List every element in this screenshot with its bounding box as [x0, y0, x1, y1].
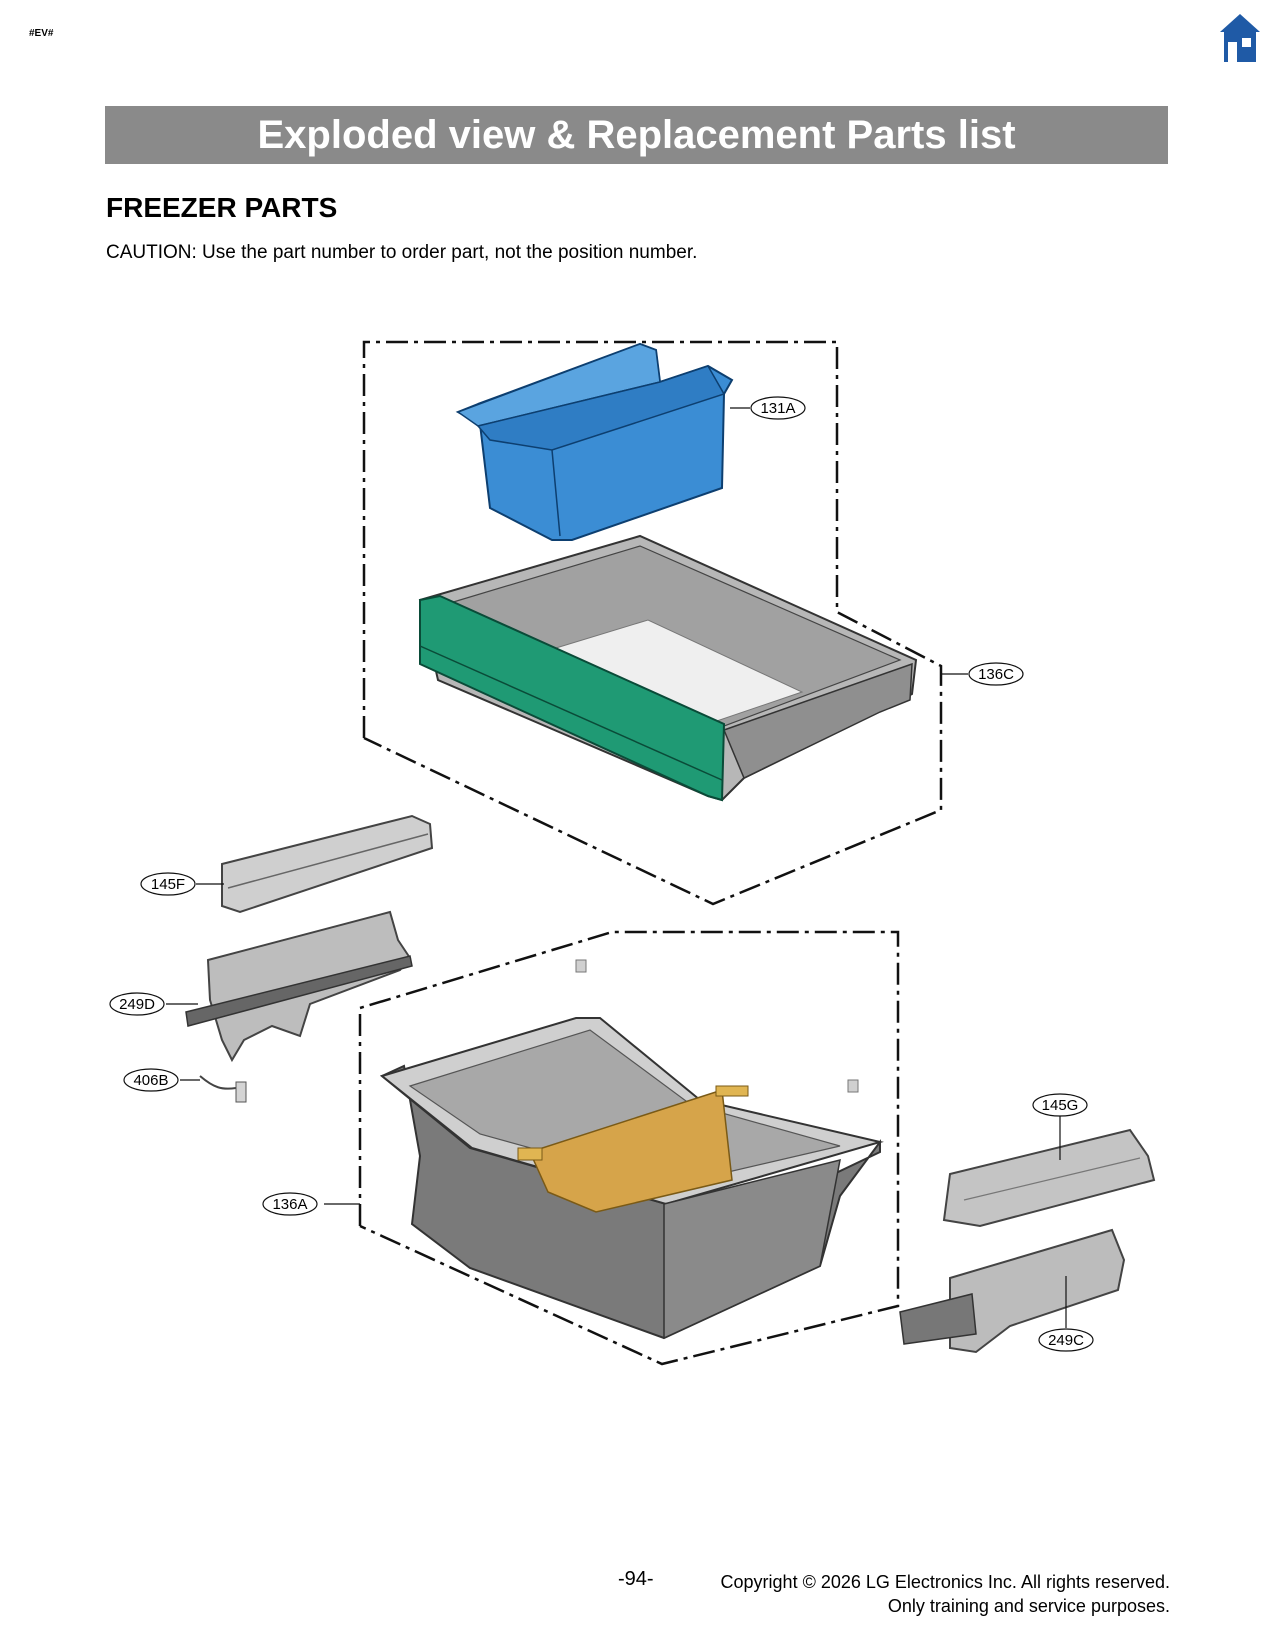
upper-drawer-136c	[418, 534, 918, 802]
callout-label: 145F	[151, 876, 185, 893]
page-number: -94-	[618, 1568, 654, 1590]
callout-249d: 249D	[109, 992, 165, 1016]
callout-label: 249C	[1048, 1332, 1084, 1349]
callout-label: 249D	[119, 996, 155, 1013]
copyright-line: Copyright © 2026 LG Electronics Inc. All…	[720, 1572, 1170, 1592]
home-icon	[1220, 14, 1260, 62]
slide-rail-145g	[942, 1128, 1156, 1228]
ice-bin-131a	[455, 342, 734, 541]
callout-label: 136A	[272, 1196, 307, 1213]
slide-rail-249d	[185, 910, 413, 1063]
document-mark: #EV#	[29, 28, 54, 39]
caution-note: CAUTION: Use the part number to order pa…	[106, 242, 698, 263]
callout-131a: 131A	[750, 396, 806, 420]
callout-label: 406B	[133, 1072, 168, 1089]
slide-rail-145f	[221, 814, 434, 914]
usage-note: Only training and service purposes.	[887, 1596, 1170, 1616]
section-title: FREEZER PARTS	[106, 192, 338, 223]
callout-136c: 136C	[968, 662, 1024, 686]
callout-label: 145G	[1042, 1097, 1079, 1114]
lower-assembly-boundary	[358, 930, 900, 1366]
page-title: Exploded view & Replacement Parts list	[257, 112, 1016, 157]
exploded-view-diagram: 131A 136C 145F 249D 406B 136A 145G 249C	[109, 340, 1156, 1366]
callout-406b: 406B	[123, 1068, 179, 1092]
slide-rail-249c	[899, 1228, 1126, 1354]
copyright-notice: Copyright © 2026 LG Electronics Inc. All…	[721, 1570, 1170, 1618]
callout-249c: 249C	[1038, 1328, 1094, 1352]
callout-label: 136C	[978, 666, 1014, 683]
title-banner: Exploded view & Replacement Parts list	[105, 106, 1168, 164]
callout-145f: 145F	[140, 872, 196, 896]
callout-label: 131A	[760, 400, 795, 417]
callout-136a: 136A	[262, 1192, 318, 1216]
upper-assembly-boundary	[362, 340, 943, 906]
home-button[interactable]	[1218, 12, 1262, 64]
callout-145g: 145G	[1032, 1093, 1088, 1117]
lower-drawer-136a	[379, 959, 884, 1340]
wire-harness-406b	[199, 1075, 247, 1103]
